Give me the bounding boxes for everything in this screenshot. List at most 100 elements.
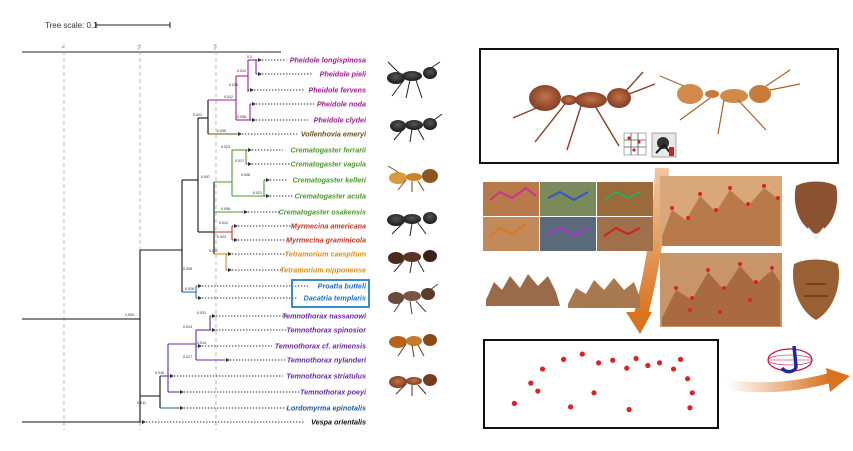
- closeup-landmark-dot: [746, 202, 750, 206]
- closeup-landmark-dot: [738, 262, 742, 266]
- closeup-landmark-dot: [728, 186, 732, 190]
- landmark-point: [539, 366, 546, 372]
- taxon-label: Pheidole fervens: [308, 86, 366, 95]
- ant-photo-proatta: [388, 283, 439, 315]
- closeup-landmark-dot: [776, 196, 780, 200]
- taxon-label: Crematogaster osakensis: [279, 208, 367, 217]
- branch-tip-marker: [228, 268, 232, 272]
- landmark-point: [677, 356, 684, 362]
- ant-photo-pheidole: [387, 61, 441, 99]
- specimen-photo-right: [659, 69, 801, 135]
- taxon-label: Myrmecina americana: [291, 222, 366, 231]
- branch-tip-marker: [248, 162, 252, 166]
- spiny-specimen-photos: [486, 274, 640, 308]
- node-support-value: 0.017: [235, 159, 244, 163]
- landmark-point: [528, 380, 534, 386]
- ant-photo-column: [387, 61, 443, 396]
- taxon-label: Myrmecina graminicola: [286, 236, 366, 245]
- workflow-arrow-right: [727, 373, 832, 393]
- node-support-value: 0.023: [217, 235, 226, 239]
- closeup-landmark-dot: [688, 308, 692, 312]
- closeup-landmark-dots: [670, 184, 780, 314]
- taxon-label: Vollenhovia emeryi: [301, 130, 367, 139]
- branch-tip-marker: [212, 314, 216, 318]
- taxon-label: Pheidole longispinosa: [290, 56, 366, 65]
- axis-tick-labels: 0 0.1 0.2: [60, 43, 217, 49]
- branch-tip-marker: [234, 224, 238, 228]
- landmark-point: [633, 355, 639, 362]
- branch-tip-marker: [198, 344, 202, 348]
- taxon-label: Temnothorax nassanowi: [282, 312, 367, 321]
- node-support-value: 0.012: [224, 95, 233, 99]
- taxon-label: Pheidole noda: [317, 100, 366, 109]
- ant-photo-temnothorax: [389, 334, 437, 358]
- branch-tip-marker: [142, 420, 146, 424]
- tree-gridlines: [63, 44, 217, 430]
- taxon-label: Lordomyrma epinotalis: [287, 404, 366, 413]
- ant-photo-crematogaster: [387, 165, 438, 192]
- taxon-label: Temnothorax striatulus: [286, 372, 366, 381]
- landmark-point: [645, 362, 651, 369]
- branch-tip-marker: [258, 58, 262, 62]
- digitizer-tool-icon: [651, 132, 677, 158]
- axis-tick-label: 0.2: [212, 43, 217, 49]
- phylogenetic-tree: [22, 59, 265, 423]
- node-support-value: 0.011: [137, 401, 146, 405]
- workflow-arrow-right-head: [826, 368, 850, 392]
- closeup-photo-bottom: [660, 253, 782, 327]
- head-photo-bottom: [792, 259, 840, 320]
- landmark-thumbnail-grid: [483, 182, 653, 251]
- taxon-label: Dacatria templaris: [304, 294, 366, 303]
- taxon-leader-lines: [140, 58, 316, 424]
- closeup-photo-top: [660, 176, 782, 246]
- node-support-value: 0.014: [197, 341, 206, 345]
- taxon-label: Vespa orientalis: [311, 418, 366, 427]
- branch-tip-marker: [238, 132, 242, 136]
- landmark-point: [656, 360, 663, 366]
- landmark-point: [684, 376, 691, 382]
- morphoj-logo-icon: [767, 345, 813, 374]
- ant-photo-myrmecina: [387, 212, 437, 237]
- landmark-point: [624, 365, 630, 371]
- node-support-value: 0.016: [155, 371, 164, 375]
- branch-tip-marker: [226, 358, 230, 362]
- branch-tip-marker: [180, 406, 184, 410]
- branch-tip-marker: [258, 72, 262, 76]
- closeup-landmark-dot: [698, 192, 702, 196]
- closeup-landmark-dot: [714, 208, 718, 212]
- node-support-value: 0.2: [247, 55, 252, 59]
- branch-tip-marker: [250, 88, 254, 92]
- landmark-point: [689, 390, 695, 396]
- branch-tip-marker: [212, 328, 216, 332]
- branch-tip-marker: [266, 194, 270, 198]
- branch-tip-marker: [252, 102, 256, 106]
- node-support-value: 0.005: [183, 267, 192, 271]
- tree-scale-label: Tree scale: 0.1: [45, 21, 98, 30]
- branch-tip-marker: [252, 118, 256, 122]
- branch-tip-marker: [234, 238, 238, 242]
- closeup-landmark-dot: [762, 184, 766, 188]
- specimen-photo-left: [512, 71, 656, 151]
- node-support-value: 0.021: [193, 113, 202, 117]
- node-support-value: 0.013: [183, 325, 192, 329]
- landmark-point: [579, 351, 585, 357]
- landmark-point: [591, 390, 597, 396]
- node-support-value: 0.008: [221, 207, 230, 211]
- taxon-label: Crematogaster acuta: [294, 192, 366, 201]
- landmark-point: [610, 357, 616, 363]
- ant-photo-vollenhovia: [390, 113, 443, 143]
- landmark-point: [687, 405, 693, 411]
- closeup-landmark-dot: [706, 268, 710, 272]
- taxon-label: Crematogaster vagula: [291, 160, 367, 169]
- landmark-configuration-frame: [483, 339, 719, 429]
- taxon-label: Crematogaster kelleri: [292, 176, 367, 185]
- taxon-label: Tetramorium nipponense: [280, 266, 366, 275]
- node-support-value: 0.017: [183, 355, 192, 359]
- node-support-value: 0.047: [201, 175, 210, 179]
- tree-scale-bar: [95, 22, 171, 28]
- landmark-point: [567, 404, 574, 410]
- highlight-box: [291, 279, 370, 308]
- branch-tip-marker: [228, 252, 232, 256]
